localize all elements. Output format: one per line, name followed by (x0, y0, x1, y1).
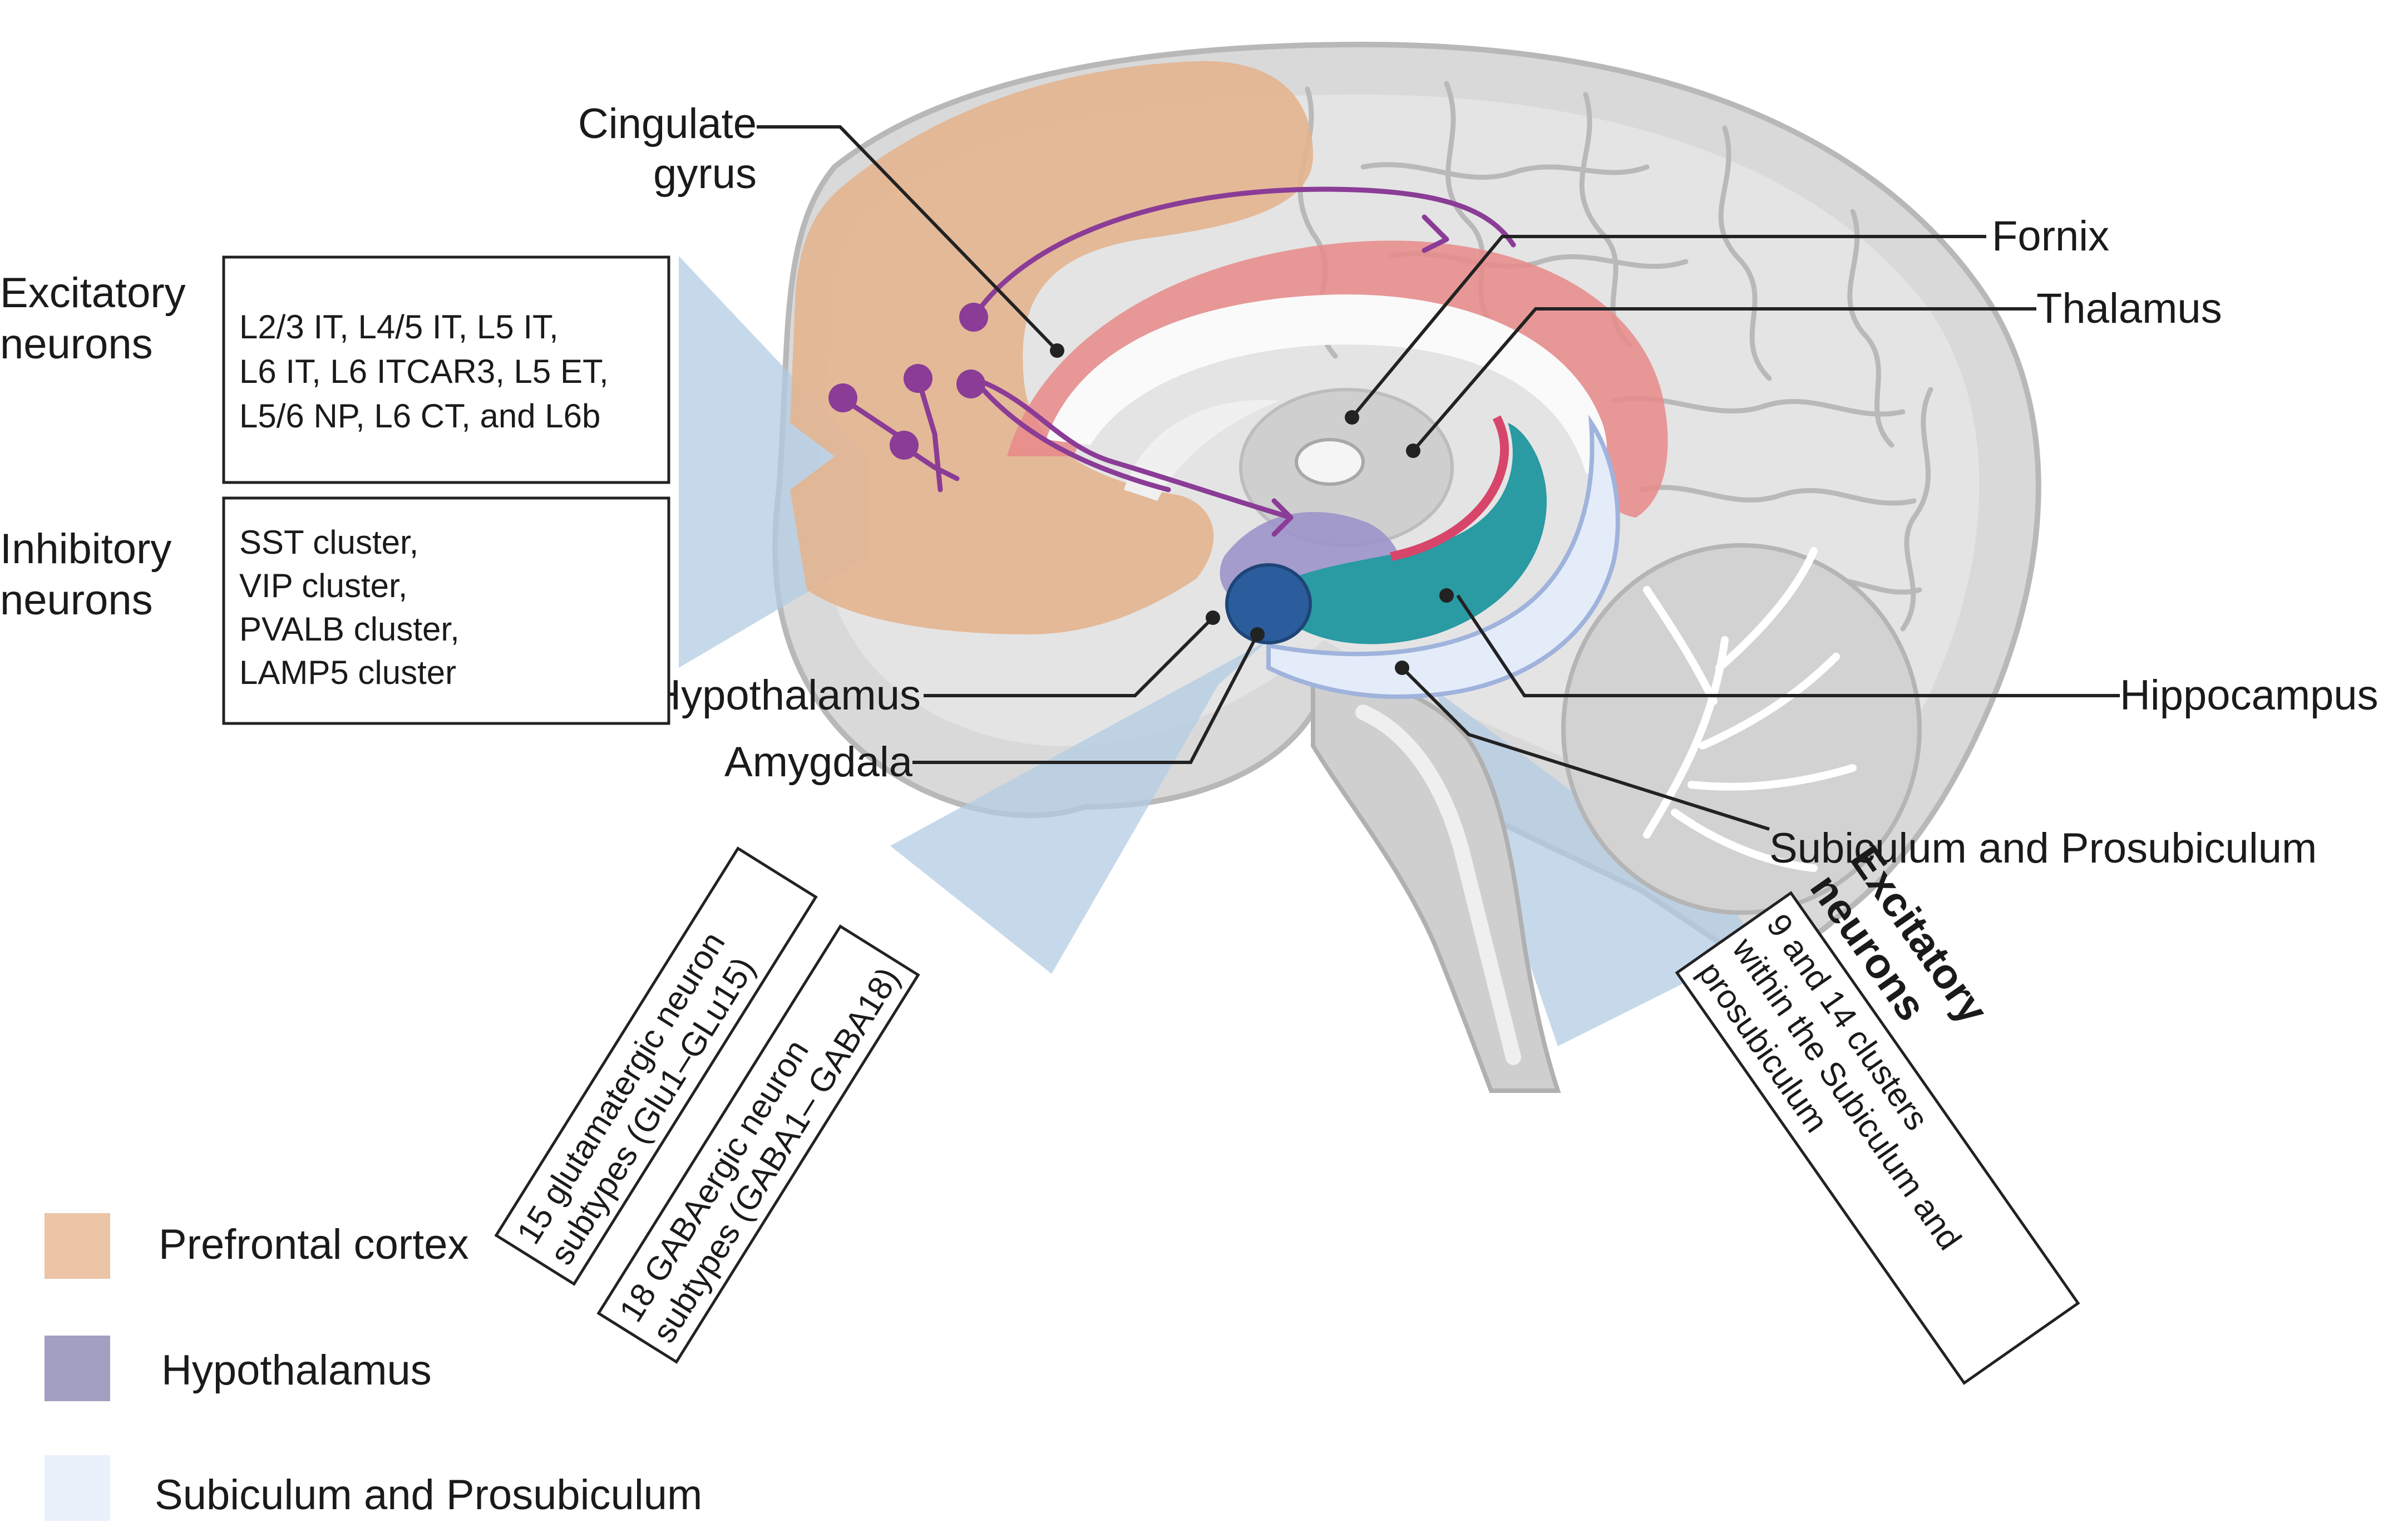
legend-label-prefrontal: Prefrontal cortex (159, 1221, 469, 1268)
label-subiculum: Subiculum and Prosubiculum (1769, 825, 2317, 872)
amygdala-region (1225, 563, 1312, 644)
leader-cingulate (757, 125, 1059, 352)
gabaergic-box (596, 924, 920, 1364)
legend-label-hypothalamus: Hypothalamus (161, 1347, 432, 1394)
inhibitory-box (222, 496, 670, 725)
label-amygdala: Amygdala (724, 738, 913, 786)
dot-amygdala (1250, 627, 1265, 642)
excitatory-box (222, 255, 670, 484)
legend-swatch-prefrontal (45, 1213, 110, 1279)
leader-hippocampus (1456, 594, 2120, 697)
legend: Prefrontal cortex Hypothalamus Subiculum… (45, 1213, 702, 1521)
excitatory-line-2: L6 IT, L6 ITCAR3, L5 ET, (239, 353, 609, 390)
corpus-callosum (1046, 294, 1607, 474)
label-hippocampus: Hippocampus (2120, 672, 2379, 719)
dot-thalamus (1406, 444, 1420, 458)
neuron-soma-4 (828, 383, 857, 412)
subiculum-box (1675, 891, 2080, 1385)
inhibitory-line-2: VIP cluster, (239, 567, 407, 604)
cerebellum (1561, 543, 1922, 915)
region-labels: Cingulate gyrus Fornix Thalamus Hypothal… (578, 100, 2379, 872)
neuron-soma-3 (956, 370, 985, 398)
neuron-somas (828, 303, 988, 460)
dot-hypothalamus (1206, 610, 1220, 625)
dot-subiculum (1395, 661, 1409, 675)
fornix-body (1295, 438, 1365, 486)
leader-hypothalamus (924, 616, 1215, 697)
leader-thalamus (1412, 307, 2036, 452)
neuron-soma-1 (959, 303, 988, 332)
legend-swatch-hypothalamus (45, 1336, 110, 1401)
dot-hippocampus (1439, 588, 1454, 603)
brainstem (1311, 665, 1561, 1093)
amygdala-projection (890, 640, 1269, 974)
neuron-soma-2 (904, 364, 932, 393)
brainstem-highlight (1355, 705, 1521, 1065)
terminal-1 (1422, 214, 1449, 253)
dot-cingulate (1050, 343, 1064, 358)
arbor-vitae (1643, 547, 1857, 872)
neuron-soma-5 (890, 431, 919, 460)
excitatory-title-2: neurons (0, 321, 153, 368)
inhibitory-title-1: Inhibitory (0, 525, 171, 573)
label-cingulate-1: Cingulate (578, 100, 757, 147)
legend-swatch-subiculum (45, 1455, 110, 1521)
projection-axon-2 (971, 376, 1294, 520)
legend-label-subiculum: Subiculum and Prosubiculum (155, 1471, 702, 1519)
terminal-2 (1271, 498, 1294, 537)
projection-axon-1 (971, 186, 1516, 320)
excitatory-line-3: L5/6 NP, L6 CT, and L6b (239, 397, 600, 435)
leader-fornix (1350, 235, 1986, 418)
excitatory-title-1: Excitatory (0, 269, 186, 317)
label-hypothalamus: Hypothalamus (650, 672, 921, 719)
cingulate-gyrus-region (1007, 240, 1668, 518)
leader-subiculum (1400, 666, 1770, 831)
label-cingulate-2: gyrus (653, 150, 757, 198)
label-fornix: Fornix (1992, 213, 2109, 260)
amygdala-boxes: 15 glutamatergic neuron subtypes (Glu1–G… (494, 846, 920, 1364)
dot-fornix (1345, 410, 1359, 425)
excitatory-line-1: L2/3 IT, L4/5 IT, L5 IT, (239, 308, 559, 346)
left-panel: Excitatory neurons L2/3 IT, L4/5 IT, L5 … (0, 255, 670, 725)
leader-lines (757, 125, 2120, 831)
subiculum-projection (1435, 690, 1758, 1046)
inhibitory-line-4: LAMP5 cluster (239, 654, 456, 691)
hippocampus-region (1291, 423, 1547, 644)
inhibitory-line-3: PVALB cluster, (239, 610, 460, 648)
subiculum-region (1266, 415, 1620, 699)
label-thalamus: Thalamus (2036, 285, 2222, 332)
glutamatergic-box (494, 846, 818, 1286)
projection-axon-3 (971, 376, 1171, 492)
leader-dots (1050, 343, 1454, 675)
inhibitory-line-1: SST cluster, (239, 524, 418, 561)
hippocampus-stripe (1390, 415, 1509, 561)
leader-amygdala (912, 633, 1259, 764)
inhibitory-title-2: neurons (0, 577, 153, 624)
